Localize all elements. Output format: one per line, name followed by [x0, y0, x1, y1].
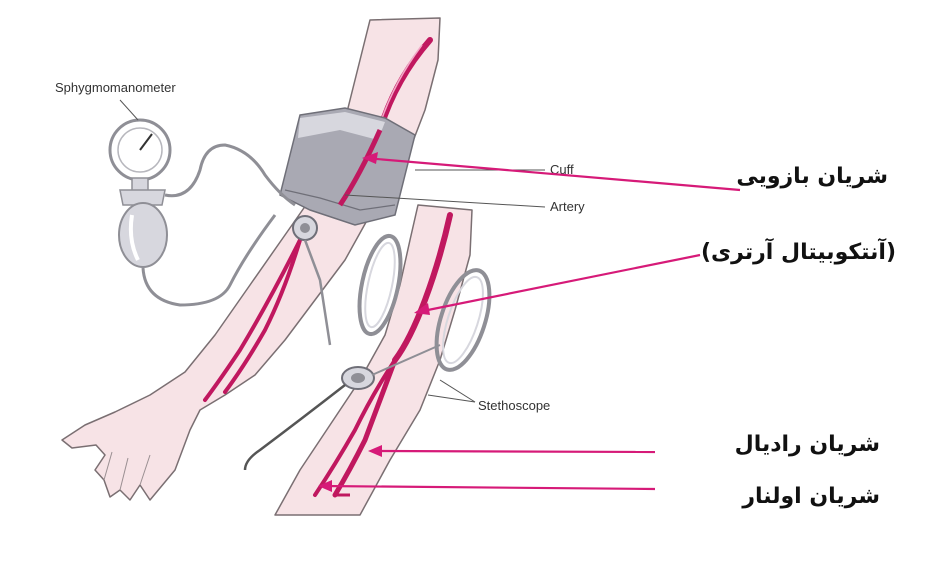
- inset-stethoscope-chestpiece-icon: [341, 366, 375, 390]
- ulnar-pointer: [321, 484, 656, 491]
- antecubital-pointer-arrowhead: [414, 303, 430, 315]
- sphygmomanometer-gauge-icon: [108, 118, 172, 193]
- brachial-pointer-arrowhead: [362, 152, 378, 164]
- brachial-artery-label: شریان بازویی: [736, 164, 888, 189]
- inset-stethoscope-tube: [371, 344, 441, 376]
- radial-pointer: [371, 449, 656, 454]
- cuff-highlight: [298, 112, 385, 140]
- inset-artery-ulnar: [313, 358, 397, 497]
- stethoscope-chestpiece-icon: [292, 215, 318, 241]
- stethoscope-earpiece-right-inner: [442, 275, 484, 365]
- antecubital-artery-label: (آنتکوبیتال آرتری): [700, 240, 896, 265]
- sphygmomanometer-tube: [164, 143, 296, 207]
- stethoscope-earpiece-right: [434, 268, 492, 372]
- brachial-artery-cuff-segment: [337, 128, 383, 207]
- stethoscope-earpiece-left-inner: [364, 241, 396, 329]
- finger-crease: [119, 457, 129, 491]
- sphygmomanometer-label: Sphygmomanometer: [55, 80, 176, 95]
- artery-leader: [344, 194, 546, 208]
- inset-artery-radial: [332, 357, 398, 498]
- forearm-artery-radial: [203, 238, 302, 402]
- inflation-bulb-icon: [118, 189, 168, 268]
- finger-crease: [139, 454, 151, 486]
- forearm-artery-ulnar: [223, 238, 302, 394]
- inset-artery-main: [392, 212, 453, 363]
- inset-stethoscope-tube: [243, 384, 346, 471]
- radial-pointer-arrowhead: [368, 445, 382, 457]
- stethoscope-earpiece-left: [357, 233, 403, 337]
- sphygmomanometer-tube: [141, 214, 277, 307]
- ulnar-pointer-arrowhead: [318, 480, 332, 492]
- antecubital-pointer: [417, 253, 701, 314]
- brachial-pointer: [364, 156, 741, 192]
- finger-crease: [103, 451, 113, 481]
- artery-label: Artery: [550, 199, 585, 214]
- ulnar-artery-label: شریان اولنار: [742, 484, 880, 509]
- radial-artery-label: شریان رادیال: [734, 432, 880, 457]
- stethoscope-label: Stethoscope: [478, 398, 550, 413]
- stethoscope-leader: [427, 394, 476, 403]
- sphygmomanometer-leader: [119, 99, 139, 121]
- stethoscope-tube: [303, 239, 332, 346]
- stethoscope-leader: [439, 379, 476, 403]
